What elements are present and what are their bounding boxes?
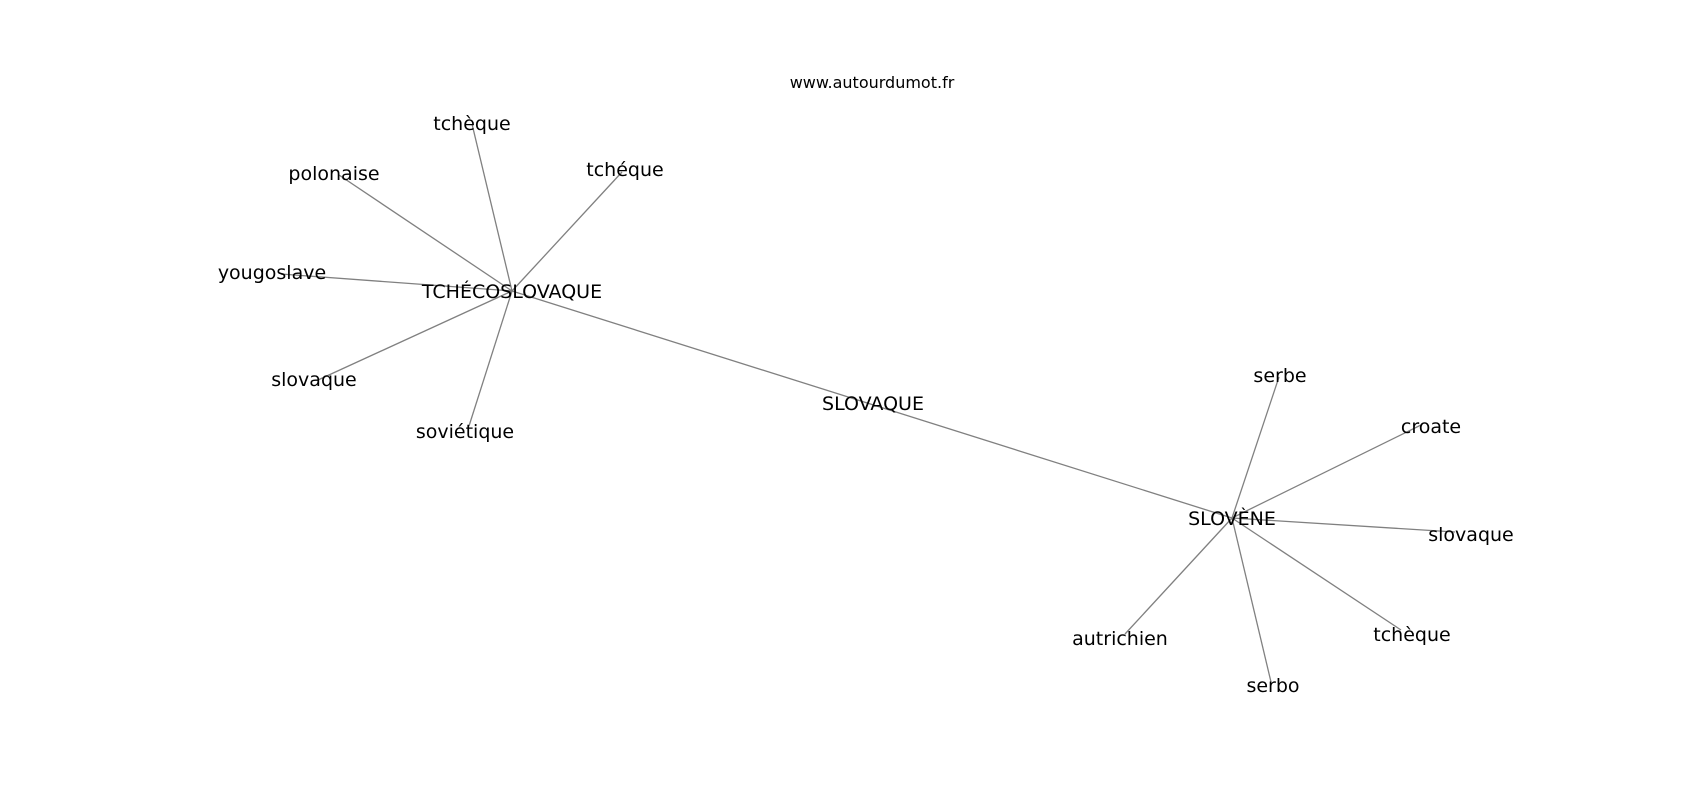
edge-hub-b-b-tcheque	[1231, 517, 1402, 631]
node-center: SLOVAQUE	[822, 393, 924, 415]
edge-hub-a-a-tcheque	[471, 123, 513, 292]
edge-hub-a-a-sovietique	[468, 290, 513, 427]
node-a-yougoslave: yougoslave	[218, 262, 326, 284]
edges-layer	[280, 123, 1456, 683]
node-a-slovaque: slovaque	[271, 369, 356, 391]
edge-hub-a-a-slovaque	[317, 290, 513, 381]
node-a-tcheque2: tchéque	[586, 159, 663, 181]
node-b-croate: croate	[1401, 416, 1461, 438]
labels-layer: www.autourdumot.fr SLOVAQUE TCHÉCOSLOVAQ…	[218, 73, 1514, 697]
site-watermark: www.autourdumot.fr	[790, 73, 955, 92]
node-hub-a: TCHÉCOSLOVAQUE	[421, 280, 602, 303]
node-b-serbe: serbe	[1253, 365, 1306, 387]
node-b-autrichien: autrichien	[1072, 628, 1168, 650]
edge-hub-b-b-slovaque	[1231, 517, 1456, 533]
node-a-tcheque: tchèque	[433, 113, 510, 135]
node-b-serbo: serbo	[1246, 675, 1299, 697]
edge-hub-a-hub-b	[511, 290, 1233, 519]
node-a-polonaise: polonaise	[288, 163, 379, 185]
edge-hub-b-b-serbe	[1231, 376, 1280, 519]
edge-hub-a-a-yougoslave	[280, 273, 513, 292]
node-hub-b: SLOVÈNE	[1188, 507, 1276, 530]
edge-hub-b-b-serbo	[1231, 517, 1272, 683]
node-a-sovietique: soviétique	[416, 421, 514, 443]
node-b-tcheque: tchèque	[1373, 624, 1450, 646]
edge-hub-b-b-croate	[1231, 424, 1422, 519]
edge-hub-a-a-polonaise	[338, 174, 513, 292]
edge-hub-b-b-autrichien	[1124, 517, 1233, 635]
edge-hub-a-a-tcheque2	[511, 171, 623, 292]
node-b-slovaque: slovaque	[1428, 524, 1513, 546]
